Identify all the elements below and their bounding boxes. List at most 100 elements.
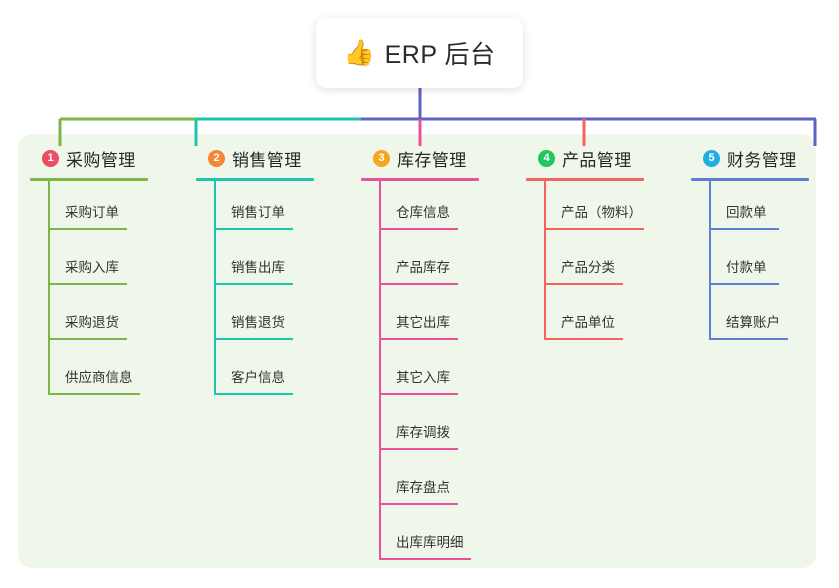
leaf-node[interactable]: 库存调拨 bbox=[361, 401, 479, 456]
leaf-underline bbox=[544, 338, 623, 340]
branch-header-5[interactable]: 5 财务管理 bbox=[691, 146, 809, 170]
leaf-node[interactable]: 销售出库 bbox=[196, 236, 314, 291]
branch-body: 仓库信息产品库存其它出库其它入库库存调拨库存盘点出库库明细 bbox=[361, 181, 479, 566]
leaf-underline bbox=[214, 393, 293, 395]
leaf-underline bbox=[709, 228, 779, 230]
branch-header-4[interactable]: 4 产品管理 bbox=[526, 146, 644, 170]
branch-spine bbox=[544, 181, 546, 340]
leaf-underline bbox=[379, 503, 458, 505]
leaf-underline bbox=[379, 448, 458, 450]
leaf-underline bbox=[48, 228, 127, 230]
leaf-label: 销售退货 bbox=[231, 315, 285, 330]
leaf-node[interactable]: 采购订单 bbox=[30, 181, 148, 236]
leaf-label: 客户信息 bbox=[231, 370, 285, 385]
thumbs-up-icon: 👍 bbox=[343, 38, 375, 67]
leaf-label: 销售订单 bbox=[231, 205, 285, 220]
branch-column-2: 2 销售管理销售订单销售出库销售退货客户信息 bbox=[196, 146, 314, 401]
leaf-label: 其它出库 bbox=[396, 315, 450, 330]
leaf-node[interactable]: 出库库明细 bbox=[361, 511, 479, 566]
leaf-node[interactable]: 结算账户 bbox=[691, 291, 809, 346]
leaf-label: 产品分类 bbox=[561, 260, 615, 275]
branch-body: 回款单付款单结算账户 bbox=[691, 181, 809, 346]
leaf-label: 产品（物料） bbox=[561, 205, 642, 220]
branch-badge-icon: 3 bbox=[373, 149, 390, 167]
leaf-label: 销售出库 bbox=[231, 260, 285, 275]
branch-title: 销售管理 bbox=[232, 150, 302, 170]
branch-column-3: 3 库存管理仓库信息产品库存其它出库其它入库库存调拨库存盘点出库库明细 bbox=[361, 146, 479, 566]
branch-spine bbox=[48, 181, 50, 395]
leaf-underline bbox=[379, 338, 458, 340]
leaf-node[interactable]: 产品库存 bbox=[361, 236, 479, 291]
branch-badge-icon: 5 bbox=[703, 149, 720, 167]
leaf-node[interactable]: 销售退货 bbox=[196, 291, 314, 346]
leaf-underline bbox=[379, 558, 471, 560]
leaf-node[interactable]: 仓库信息 bbox=[361, 181, 479, 236]
branch-body: 产品（物料） 产品分类产品单位 bbox=[526, 181, 644, 346]
branch-underline bbox=[30, 178, 148, 181]
branch-badge-icon: 2 bbox=[208, 149, 225, 167]
diagram-panel bbox=[18, 134, 816, 568]
root-node[interactable]: 👍 ERP 后台 bbox=[316, 18, 523, 88]
leaf-node[interactable]: 供应商信息 bbox=[30, 346, 148, 401]
branch-badge-icon: 1 bbox=[42, 149, 59, 167]
leaf-label: 其它入库 bbox=[396, 370, 450, 385]
leaf-node[interactable]: 付款单 bbox=[691, 236, 809, 291]
leaf-label: 产品库存 bbox=[396, 260, 450, 275]
branch-header-3[interactable]: 3 库存管理 bbox=[361, 146, 479, 170]
leaf-node[interactable]: 产品单位 bbox=[526, 291, 644, 346]
leaf-label: 仓库信息 bbox=[396, 205, 450, 220]
branch-underline bbox=[361, 178, 479, 181]
leaf-label: 付款单 bbox=[726, 260, 767, 275]
leaf-underline bbox=[379, 228, 458, 230]
branch-title: 财务管理 bbox=[727, 150, 797, 170]
leaf-underline bbox=[214, 338, 293, 340]
leaf-underline bbox=[214, 283, 293, 285]
leaf-node[interactable]: 其它入库 bbox=[361, 346, 479, 401]
leaf-node[interactable]: 销售订单 bbox=[196, 181, 314, 236]
leaf-node[interactable]: 产品（物料） bbox=[526, 181, 644, 236]
leaf-underline bbox=[379, 393, 458, 395]
leaf-label: 结算账户 bbox=[726, 315, 780, 330]
leaf-label: 出库库明细 bbox=[396, 535, 464, 550]
leaf-underline bbox=[379, 283, 458, 285]
leaf-underline bbox=[709, 338, 788, 340]
leaf-underline bbox=[214, 228, 293, 230]
leaf-underline bbox=[544, 228, 644, 230]
leaf-node[interactable]: 回款单 bbox=[691, 181, 809, 236]
branch-title: 库存管理 bbox=[397, 150, 467, 170]
branch-header-2[interactable]: 2 销售管理 bbox=[196, 146, 314, 170]
leaf-underline bbox=[48, 338, 127, 340]
leaf-label: 产品单位 bbox=[561, 315, 615, 330]
branch-badge-icon: 4 bbox=[538, 149, 555, 167]
branch-underline bbox=[526, 178, 644, 181]
leaf-label: 库存调拨 bbox=[396, 425, 450, 440]
leaf-underline bbox=[48, 393, 140, 395]
leaf-node[interactable]: 其它出库 bbox=[361, 291, 479, 346]
branch-header-1[interactable]: 1 采购管理 bbox=[30, 146, 148, 170]
branch-body: 销售订单销售出库销售退货客户信息 bbox=[196, 181, 314, 401]
leaf-label: 供应商信息 bbox=[65, 370, 133, 385]
leaf-underline bbox=[48, 283, 127, 285]
leaf-underline bbox=[544, 283, 623, 285]
branch-spine bbox=[709, 181, 711, 340]
leaf-underline bbox=[709, 283, 779, 285]
leaf-label: 库存盘点 bbox=[396, 480, 450, 495]
branch-column-5: 5 财务管理回款单付款单结算账户 bbox=[691, 146, 809, 346]
branch-spine bbox=[214, 181, 216, 395]
leaf-label: 采购退货 bbox=[65, 315, 119, 330]
leaf-node[interactable]: 产品分类 bbox=[526, 236, 644, 291]
leaf-node[interactable]: 库存盘点 bbox=[361, 456, 479, 511]
leaf-label: 采购订单 bbox=[65, 205, 119, 220]
leaf-node[interactable]: 采购入库 bbox=[30, 236, 148, 291]
branch-underline bbox=[196, 178, 314, 181]
branch-column-1: 1 采购管理采购订单采购入库采购退货供应商信息 bbox=[30, 146, 148, 401]
branch-spine bbox=[379, 181, 381, 560]
branch-title: 采购管理 bbox=[66, 150, 136, 170]
leaf-label: 回款单 bbox=[726, 205, 767, 220]
leaf-node[interactable]: 采购退货 bbox=[30, 291, 148, 346]
root-title: ERP 后台 bbox=[384, 41, 496, 69]
branch-title: 产品管理 bbox=[562, 150, 632, 170]
branch-underline bbox=[691, 178, 809, 181]
leaf-node[interactable]: 客户信息 bbox=[196, 346, 314, 401]
